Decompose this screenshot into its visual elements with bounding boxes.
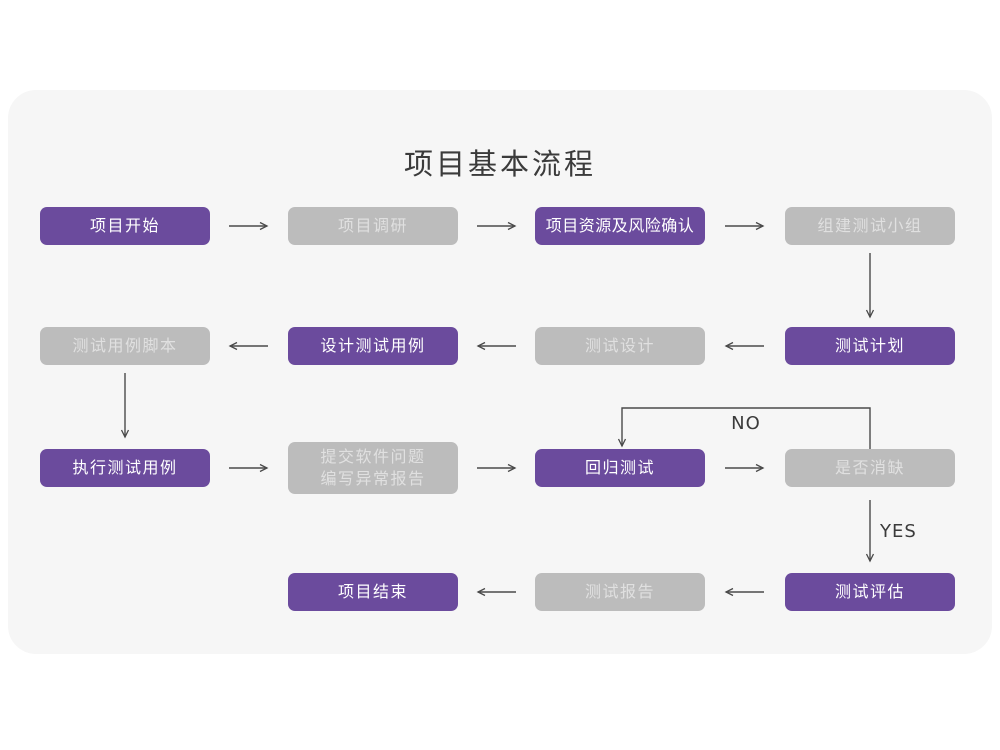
node-label: 测试报告 xyxy=(584,581,655,601)
node-build-test-team: 组建测试小组 xyxy=(785,207,955,245)
node-label: 项目调研 xyxy=(337,215,408,235)
node-label: 测试评估 xyxy=(834,581,905,601)
node-project-research: 项目调研 xyxy=(288,207,458,245)
page-title: 项目基本流程 xyxy=(403,147,596,181)
node-project-start: 项目开始 xyxy=(40,207,210,245)
node-design-case: 设计测试用例 xyxy=(288,327,458,365)
node-test-report: 测试报告 xyxy=(535,573,705,611)
node-project-end: 项目结束 xyxy=(288,573,458,611)
node-resources-risk: 项目资源及风险确认 xyxy=(535,207,705,245)
node-label: 项目开始 xyxy=(89,215,160,235)
no-branch-label: NO xyxy=(731,413,761,434)
node-regression-test: 回归测试 xyxy=(535,449,705,487)
node-test-evaluation: 测试评估 xyxy=(785,573,955,611)
flowchart-card xyxy=(8,90,992,654)
node-label: 项目资源及风险确认 xyxy=(545,215,695,235)
node-label: 测试计划 xyxy=(834,335,905,355)
node-label: 测试用例脚本 xyxy=(72,335,178,355)
node-label: 测试设计 xyxy=(584,335,655,355)
node-execute-case: 执行测试用例 xyxy=(40,449,210,487)
node-label: 设计测试用例 xyxy=(320,335,426,355)
node-label-line2: 编写异常报告 xyxy=(320,469,426,488)
node-label: 执行测试用例 xyxy=(72,457,178,477)
node-submit-issues: 提交软件问题 编写异常报告 xyxy=(288,442,458,494)
node-label: 项目结束 xyxy=(337,581,408,601)
node-case-script: 测试用例脚本 xyxy=(40,327,210,365)
node-test-design: 测试设计 xyxy=(535,327,705,365)
yes-branch-label: YES xyxy=(880,521,917,542)
node-label-line1: 提交软件问题 xyxy=(320,446,426,466)
node-label: 回归测试 xyxy=(584,457,655,477)
node-defect-cleared: 是否消缺 xyxy=(785,449,955,487)
node-label: 组建测试小组 xyxy=(817,215,923,235)
node-label: 是否消缺 xyxy=(834,457,905,477)
node-test-plan: 测试计划 xyxy=(785,327,955,365)
